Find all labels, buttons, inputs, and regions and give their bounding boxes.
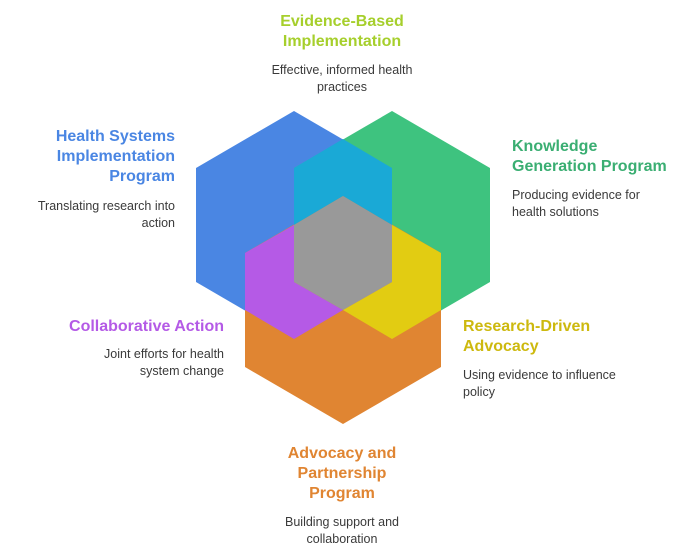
desc-line: health solutions — [512, 205, 599, 219]
desc-line: Effective, informed health — [271, 63, 413, 77]
label-evidence-based: Evidence-Based Implementation Effective,… — [232, 12, 452, 96]
title-knowledge-generation: Knowledge Generation Program — [512, 137, 682, 177]
title-evidence-based: Evidence-Based Implementation — [232, 12, 452, 52]
desc-collaborative-action: Joint efforts for health system change — [24, 346, 224, 380]
desc-line: policy — [463, 385, 495, 399]
title-research-driven: Research-Driven Advocacy — [463, 317, 663, 357]
desc-knowledge-generation: Producing evidence for health solutions — [512, 187, 682, 221]
desc-line: Building support and — [285, 515, 399, 529]
title-line: Evidence-Based — [280, 13, 404, 30]
label-research-driven: Research-Driven Advocacy Using evidence … — [463, 317, 663, 401]
title-line: Collaborative Action — [69, 318, 224, 335]
label-knowledge-generation: Knowledge Generation Program Producing e… — [512, 137, 682, 221]
desc-line: practices — [316, 80, 368, 94]
label-collaborative-action: Collaborative Action Joint efforts for h… — [24, 317, 224, 380]
desc-health-systems: Translating research into action — [15, 198, 175, 232]
title-advocacy-partnership: Advocacy and Partnership Program — [232, 444, 452, 504]
title-health-systems: Health Systems Implementation Program — [15, 127, 175, 187]
title-line: Program — [309, 485, 375, 502]
title-line: Partnership — [297, 465, 387, 482]
desc-line: Using evidence to influence — [463, 368, 616, 382]
title-line: Knowledge — [512, 138, 598, 155]
label-health-systems: Health Systems Implementation Program Tr… — [15, 127, 175, 232]
label-advocacy-partnership: Advocacy and Partnership Program Buildin… — [232, 444, 452, 548]
title-line: Research-Driven — [463, 318, 591, 335]
title-collaborative-action: Collaborative Action — [24, 317, 224, 337]
desc-evidence-based: Effective, informed health practices — [232, 62, 452, 96]
desc-line: Translating research into — [37, 199, 175, 213]
desc-line: collaboration — [306, 532, 378, 546]
desc-line: Producing evidence for — [512, 188, 640, 202]
title-line: Program — [109, 168, 175, 185]
desc-line: action — [141, 216, 175, 230]
title-line: Advocacy and — [287, 445, 397, 462]
desc-line: system change — [139, 364, 224, 378]
overlap-evidence-based — [294, 139, 392, 225]
overlap-center — [294, 196, 392, 310]
desc-research-driven: Using evidence to influence policy — [463, 367, 663, 401]
title-line: Implementation — [56, 148, 175, 165]
title-line: Generation Program — [512, 158, 667, 175]
desc-line: Joint efforts for health — [104, 347, 224, 361]
desc-advocacy-partnership: Building support and collaboration — [232, 514, 452, 548]
title-line: Advocacy — [463, 338, 539, 355]
title-line: Health Systems — [55, 128, 175, 145]
title-line: Implementation — [282, 33, 402, 50]
